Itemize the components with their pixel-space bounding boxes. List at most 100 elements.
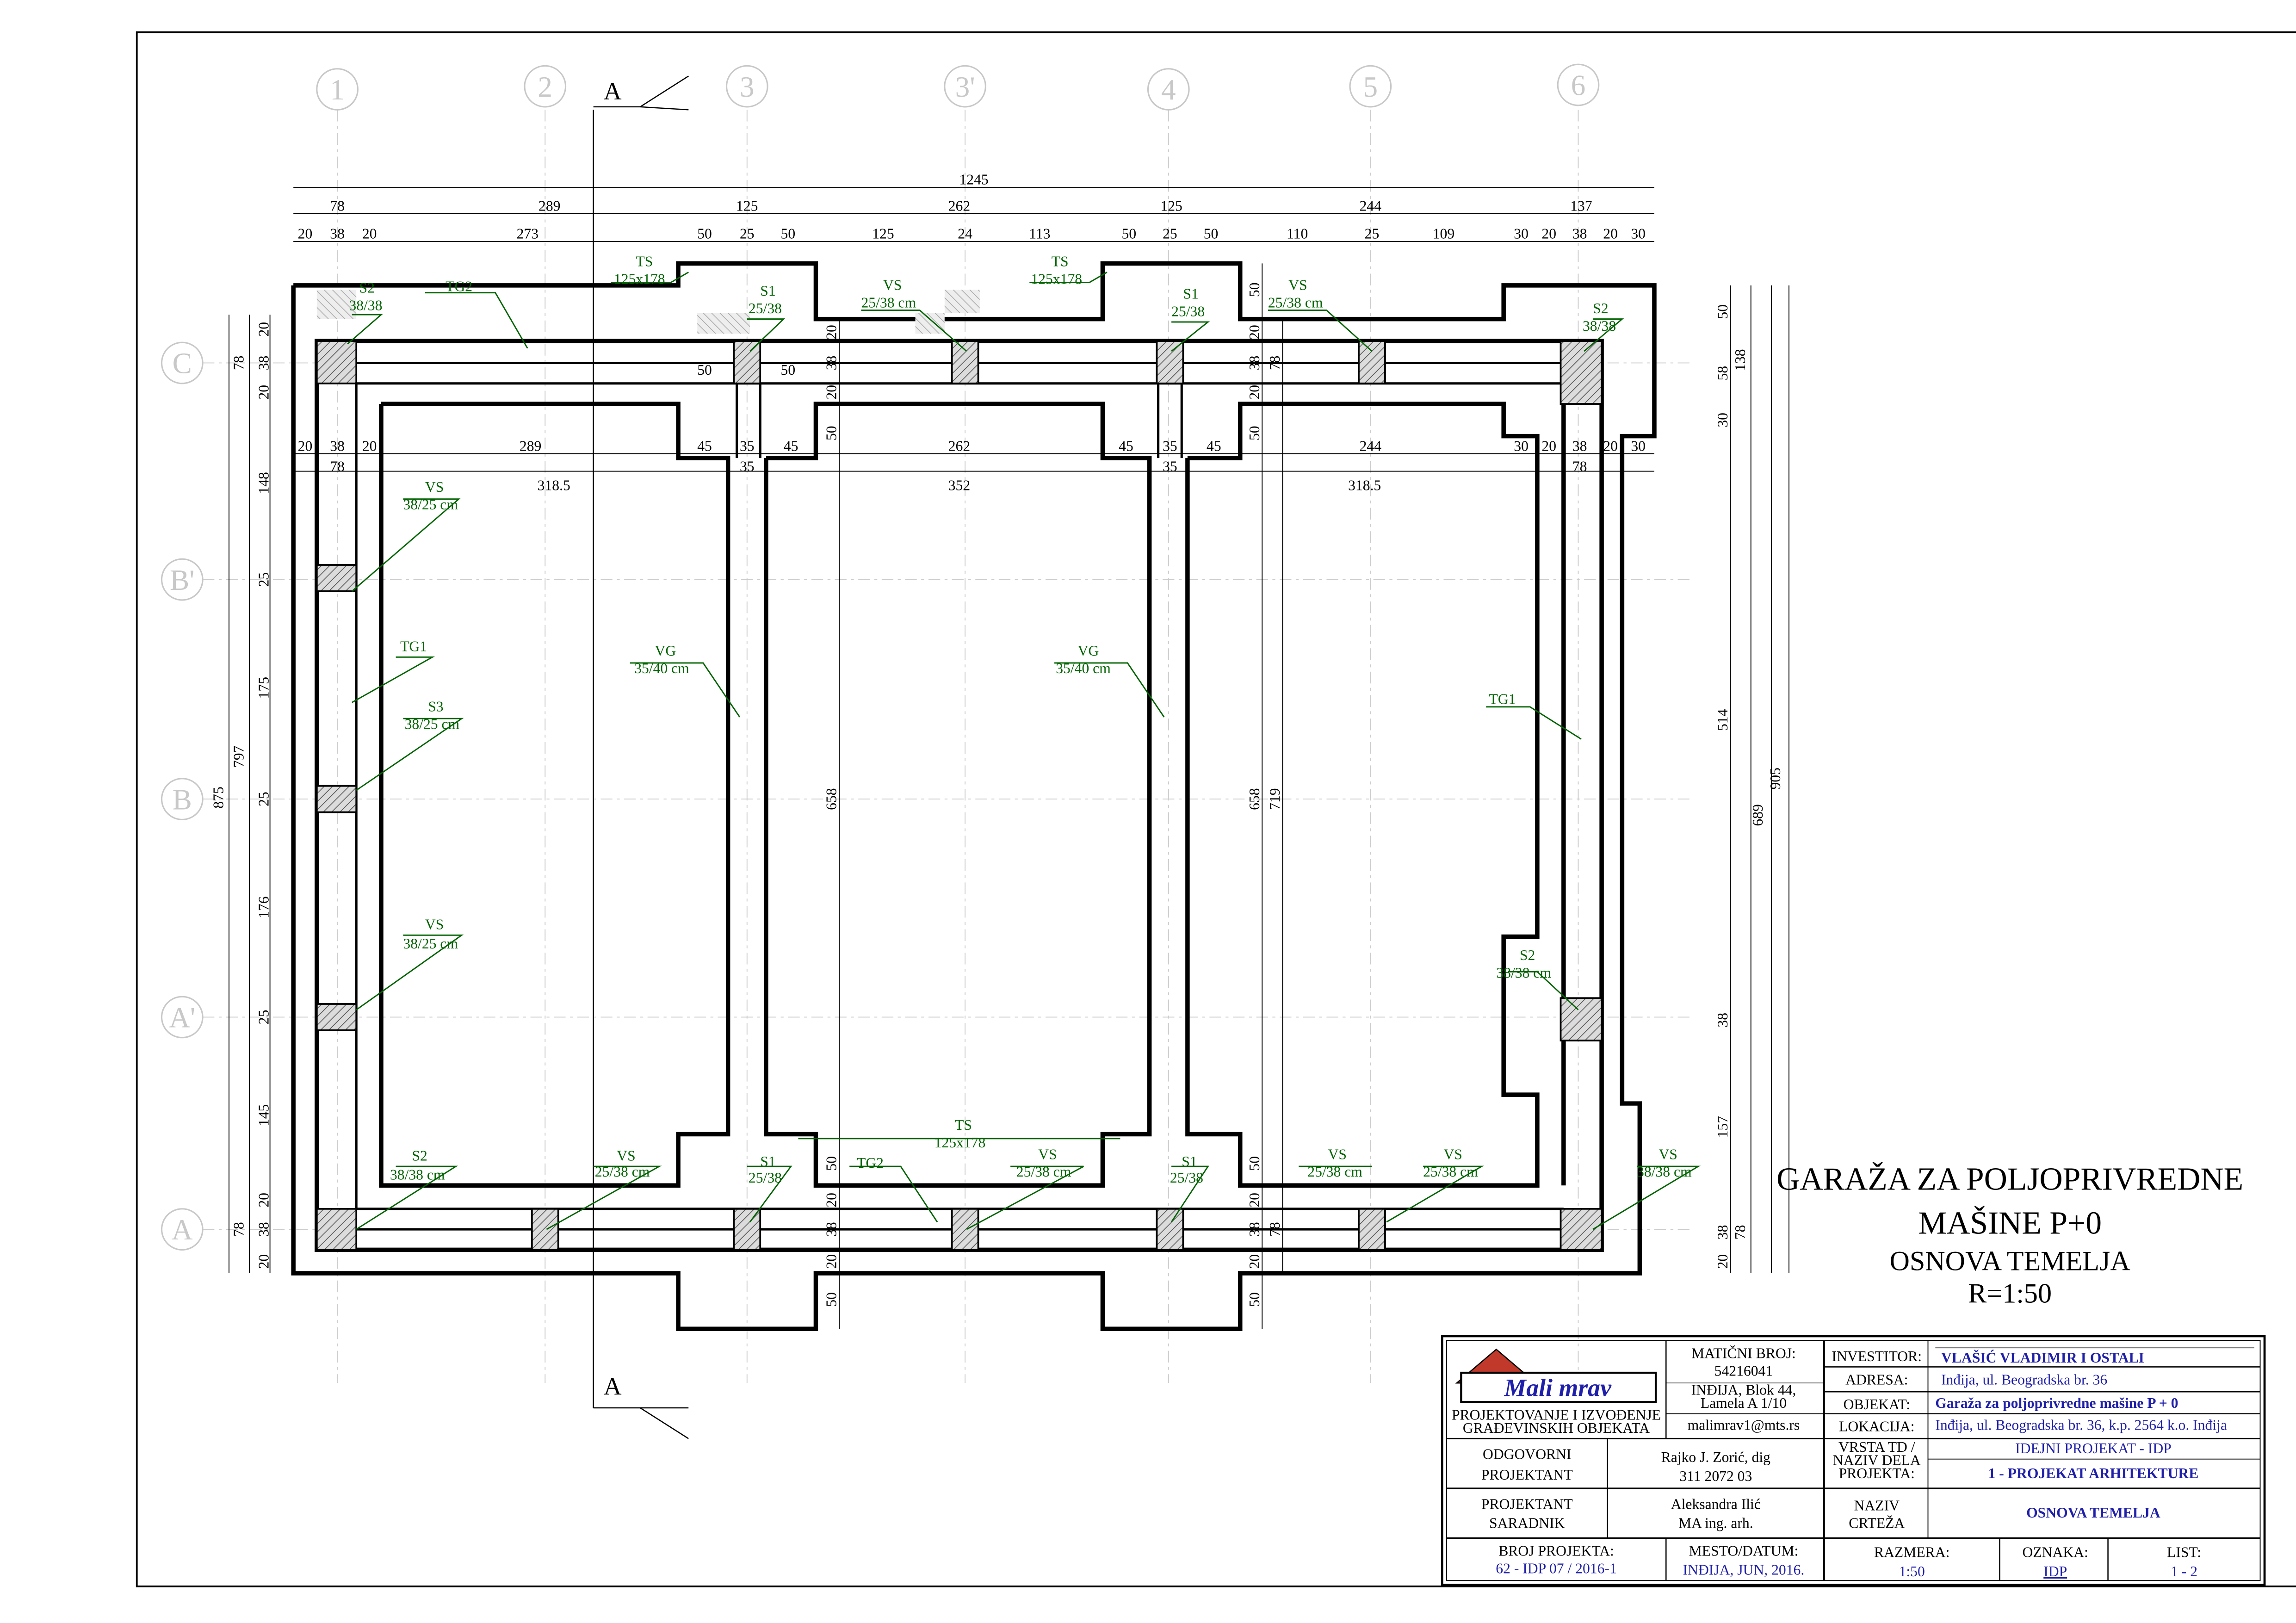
list-label: LIST: [2167,1544,2201,1561]
dim-value: 262 [948,438,970,454]
dim-value: 20 [1246,385,1262,400]
dim-value: 38 [330,226,345,242]
label-tg1-left: TG1 [400,638,427,655]
saradnik-name: Aleksandra Ilić [1671,1496,1761,1512]
label-s3-left: S3 [428,698,443,714]
dim-value: 45 [1119,438,1133,454]
address-2: Lamela A 1/10 [1701,1395,1787,1411]
dim-value: 262 [948,198,970,214]
ghost-pillars [316,290,980,334]
section-line [593,75,689,1439]
label-s2-top-right-size: 38/38 [1583,318,1616,334]
label-vs-bottom4-size: 25/38 cm [1423,1164,1478,1180]
lokacija-value: Inđija, ul. Beogradska br. 36, k.p. 2564… [1935,1417,2227,1433]
dim-value: 38 [330,438,345,454]
dim-value: 35 [740,438,755,454]
dim-value: 78 [330,458,345,475]
label-vs-bottom3: VS [1328,1146,1347,1162]
label-s2-right-size: 38/38 cm [1496,965,1551,981]
dim-right-outer: 905 689 514 138 [1714,349,1783,826]
dim-value: 38 [823,1222,840,1237]
axis-row-b: B [173,783,192,816]
label-s2-bottom-left: S2 [412,1147,427,1164]
dim-value: 50 [1204,226,1219,242]
dim-value: 38 [1246,356,1262,371]
dim-value: 50 [1246,426,1262,440]
dim-inner-row2: 78 35 35 78 [330,458,1587,475]
label-ts-left: TS [636,254,653,270]
dim-right-chain: 50 58 30 38 157 20 38 78 [1714,304,1748,1269]
axis-markers [161,63,1600,1251]
dim-value: 20 [1714,1254,1731,1269]
dim-value: 113 [1029,226,1050,242]
label-ts-right: TS [1052,254,1069,270]
dim-value: 20 [255,385,272,400]
label-vg-left-size: 35/40 cm [634,660,689,676]
dim-left-outer: 875 797 [210,746,247,809]
saradnik-label2: SARADNIK [1489,1515,1565,1531]
label-vs-left1-size: 38/25 cm [403,496,458,513]
dim-value: 78 [1267,356,1283,371]
label-s1-top-left-size: 25/38 [749,300,782,316]
dim-value: 318.5 [1348,477,1381,494]
axis-col-4: 4 [1161,74,1176,106]
dim-value: 514 [1714,709,1731,731]
dim-value: 157 [1714,1116,1731,1138]
dim-value: 45 [1207,438,1221,454]
label-vs-left1: VS [425,479,444,495]
label-tg2-bottom: TG2 [857,1155,884,1171]
annotation-leaders [347,272,1701,1230]
label-vs-bottom4: VS [1443,1146,1462,1162]
broj-value: 62 - IDP 07 / 2016-1 [1496,1560,1616,1576]
investitor-value: VLAŠIĆ VLADIMIR I OSTALI [1941,1350,2144,1366]
label-vs-bottom3-size: 25/38 cm [1307,1164,1362,1180]
dim-value: 273 [517,226,538,242]
dim-value: 20 [823,1254,840,1269]
title-block-text: PROJEKTOVANJE I IZVOĐENJE GRAĐEVINSKIH O… [1452,1345,2227,1579]
sheet-border [136,31,2296,1587]
dim-value: 45 [784,438,798,454]
dim-value: 176 [255,896,272,918]
dim-value: 35 [1163,458,1177,475]
label-s1-top-left: S1 [760,283,775,299]
dim-value: 20 [298,226,313,242]
dim-value: 58 [1714,366,1731,381]
dim-value: 50 [1714,304,1731,319]
dim-inner-row1: 20 38 20 289 45 35 45 262 45 35 45 244 3… [298,438,1646,454]
dim-1245: 1245 [959,172,988,188]
dim-value: 24 [958,226,972,242]
dim-value: 25 [255,792,272,806]
axis-col-3: 3 [740,71,755,103]
naziv-value: OSNOVA TEMELJA [2026,1505,2160,1521]
maticni-label: MATIČNI BROJ: [1691,1345,1796,1361]
label-vs-top-mid-size: 25/38 cm [861,294,916,310]
axis-col-1: 1 [330,74,345,106]
dim-value: 50 [1246,283,1262,297]
dim-value: 50 [1122,226,1137,242]
axis-col-5: 5 [1363,71,1378,103]
adresa-value: Inđija, ul. Beogradska br. 36 [1941,1371,2107,1388]
dim-value: 38 [1572,438,1587,454]
title-line3: OSNOVA TEMELJA [1889,1246,2130,1277]
label-ts-bottom: TS [955,1117,972,1133]
dim-value: 145 [255,1104,272,1126]
label-s2-bottom-left-size: 38/38 cm [390,1167,445,1183]
label-ts-bottom-size: 125x178 [934,1134,986,1151]
dim-value: 35 [1163,438,1177,454]
drawing-title: GARAŽA ZA POLJOPRIVREDNE MAŠINE P+0 OSNO… [1776,1162,2243,1309]
label-s2-right: S2 [1520,947,1535,963]
section-label-bottom: A [604,1373,622,1400]
axis-labels: 1 2 3 3' 4 5 6 C B' B A' A [169,69,1585,1246]
title-line4: R=1:50 [1968,1278,2052,1309]
dim-value: 20 [823,325,840,340]
dim-value: 30 [1631,438,1646,454]
odgovorni-license: 311 2072 03 [1679,1468,1752,1484]
odgovorni-name: Rajko J. Zorić, dig [1661,1449,1770,1465]
dim-value: 289 [538,198,560,214]
dim-value: 50 [823,426,840,440]
label-s1-bottom-left: S1 [760,1153,775,1170]
dim-value: 50 [1246,1292,1262,1307]
dim-value: 138 [1732,349,1748,371]
dim-value: 38 [1246,1222,1262,1237]
